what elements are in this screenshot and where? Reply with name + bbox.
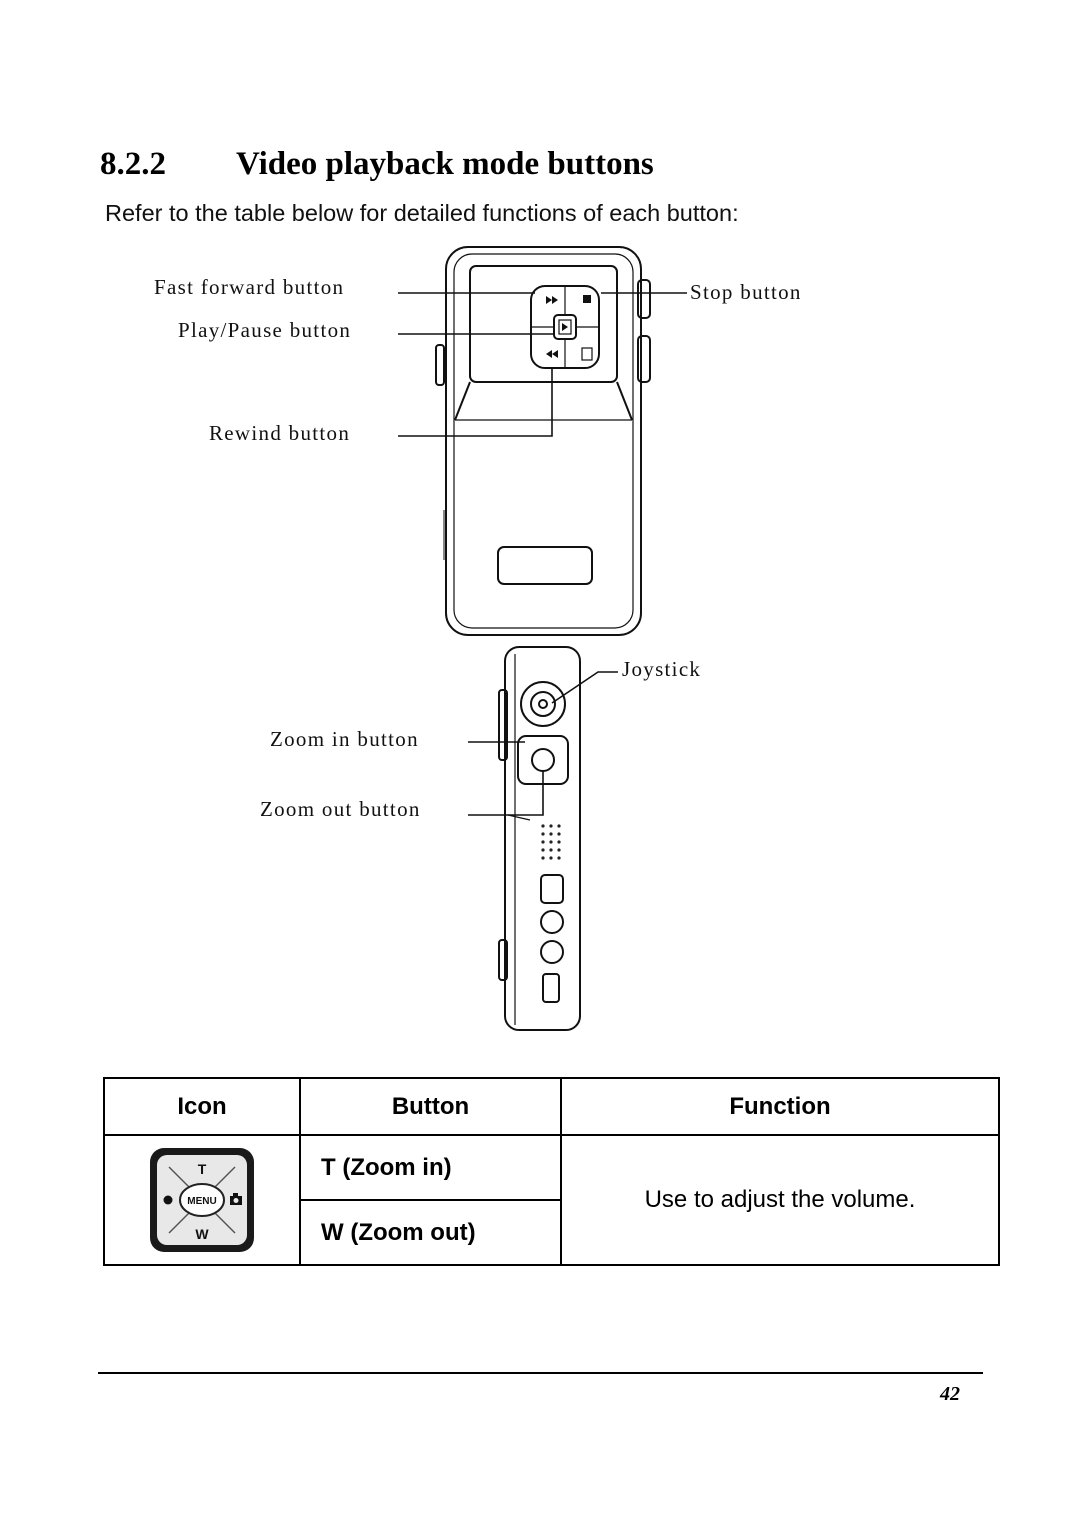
rewind-label: Rewind button	[209, 421, 351, 445]
leader-lines	[398, 292, 687, 816]
function-cell: Use to adjust the volume.	[560, 1134, 1000, 1266]
icon-cell: MENU T W	[103, 1134, 301, 1266]
section-title: Video playback mode buttons	[236, 146, 654, 182]
joystick-label: Joystick	[622, 657, 702, 681]
intro-text: Refer to the table below for detailed fu…	[105, 200, 739, 226]
section-heading: 8.2.2 Video playback mode buttons	[100, 146, 654, 183]
zoom-in-label: Zoom in button	[270, 727, 419, 751]
camcorder-side-view	[498, 646, 581, 1031]
table-row: MENU T W T (Zoom in) Use to adjust the v…	[103, 1134, 1000, 1266]
camcorder-front-view	[435, 246, 651, 636]
front-button-icons	[546, 295, 593, 361]
button-function-table: Icon Button Function MENU T W T (Zoom in…	[103, 1077, 1000, 1266]
button-w-zoom-out: W (Zoom out)	[299, 1199, 562, 1266]
footer-rule	[98, 1372, 983, 1374]
table-row: W (Zoom out)	[104, 1199, 999, 1266]
zoom-out-label: Zoom out button	[260, 797, 421, 821]
stop-label: Stop button	[690, 280, 802, 304]
side-speaker-grille	[541, 824, 561, 860]
camcorder-diagram	[398, 246, 687, 1031]
table-header-row: Icon Button Function	[103, 1077, 1000, 1136]
page-number: 42	[940, 1383, 960, 1405]
pad-top-text: T	[198, 1161, 207, 1177]
section-number: 8.2.2	[100, 146, 166, 182]
pad-bottom-text: W	[195, 1226, 209, 1242]
play-pause-label: Play/Pause button	[178, 318, 352, 342]
record-dot-icon	[163, 1195, 173, 1205]
header-function: Function	[560, 1077, 1000, 1136]
zoom-control-pad-icon: MENU T W	[150, 1148, 254, 1252]
header-button: Button	[299, 1077, 562, 1136]
button-t-zoom-in: T (Zoom in)	[299, 1134, 562, 1201]
fast-forward-label: Fast forward button	[154, 275, 345, 299]
pad-center-text: MENU	[187, 1196, 216, 1207]
header-icon: Icon	[103, 1077, 301, 1136]
